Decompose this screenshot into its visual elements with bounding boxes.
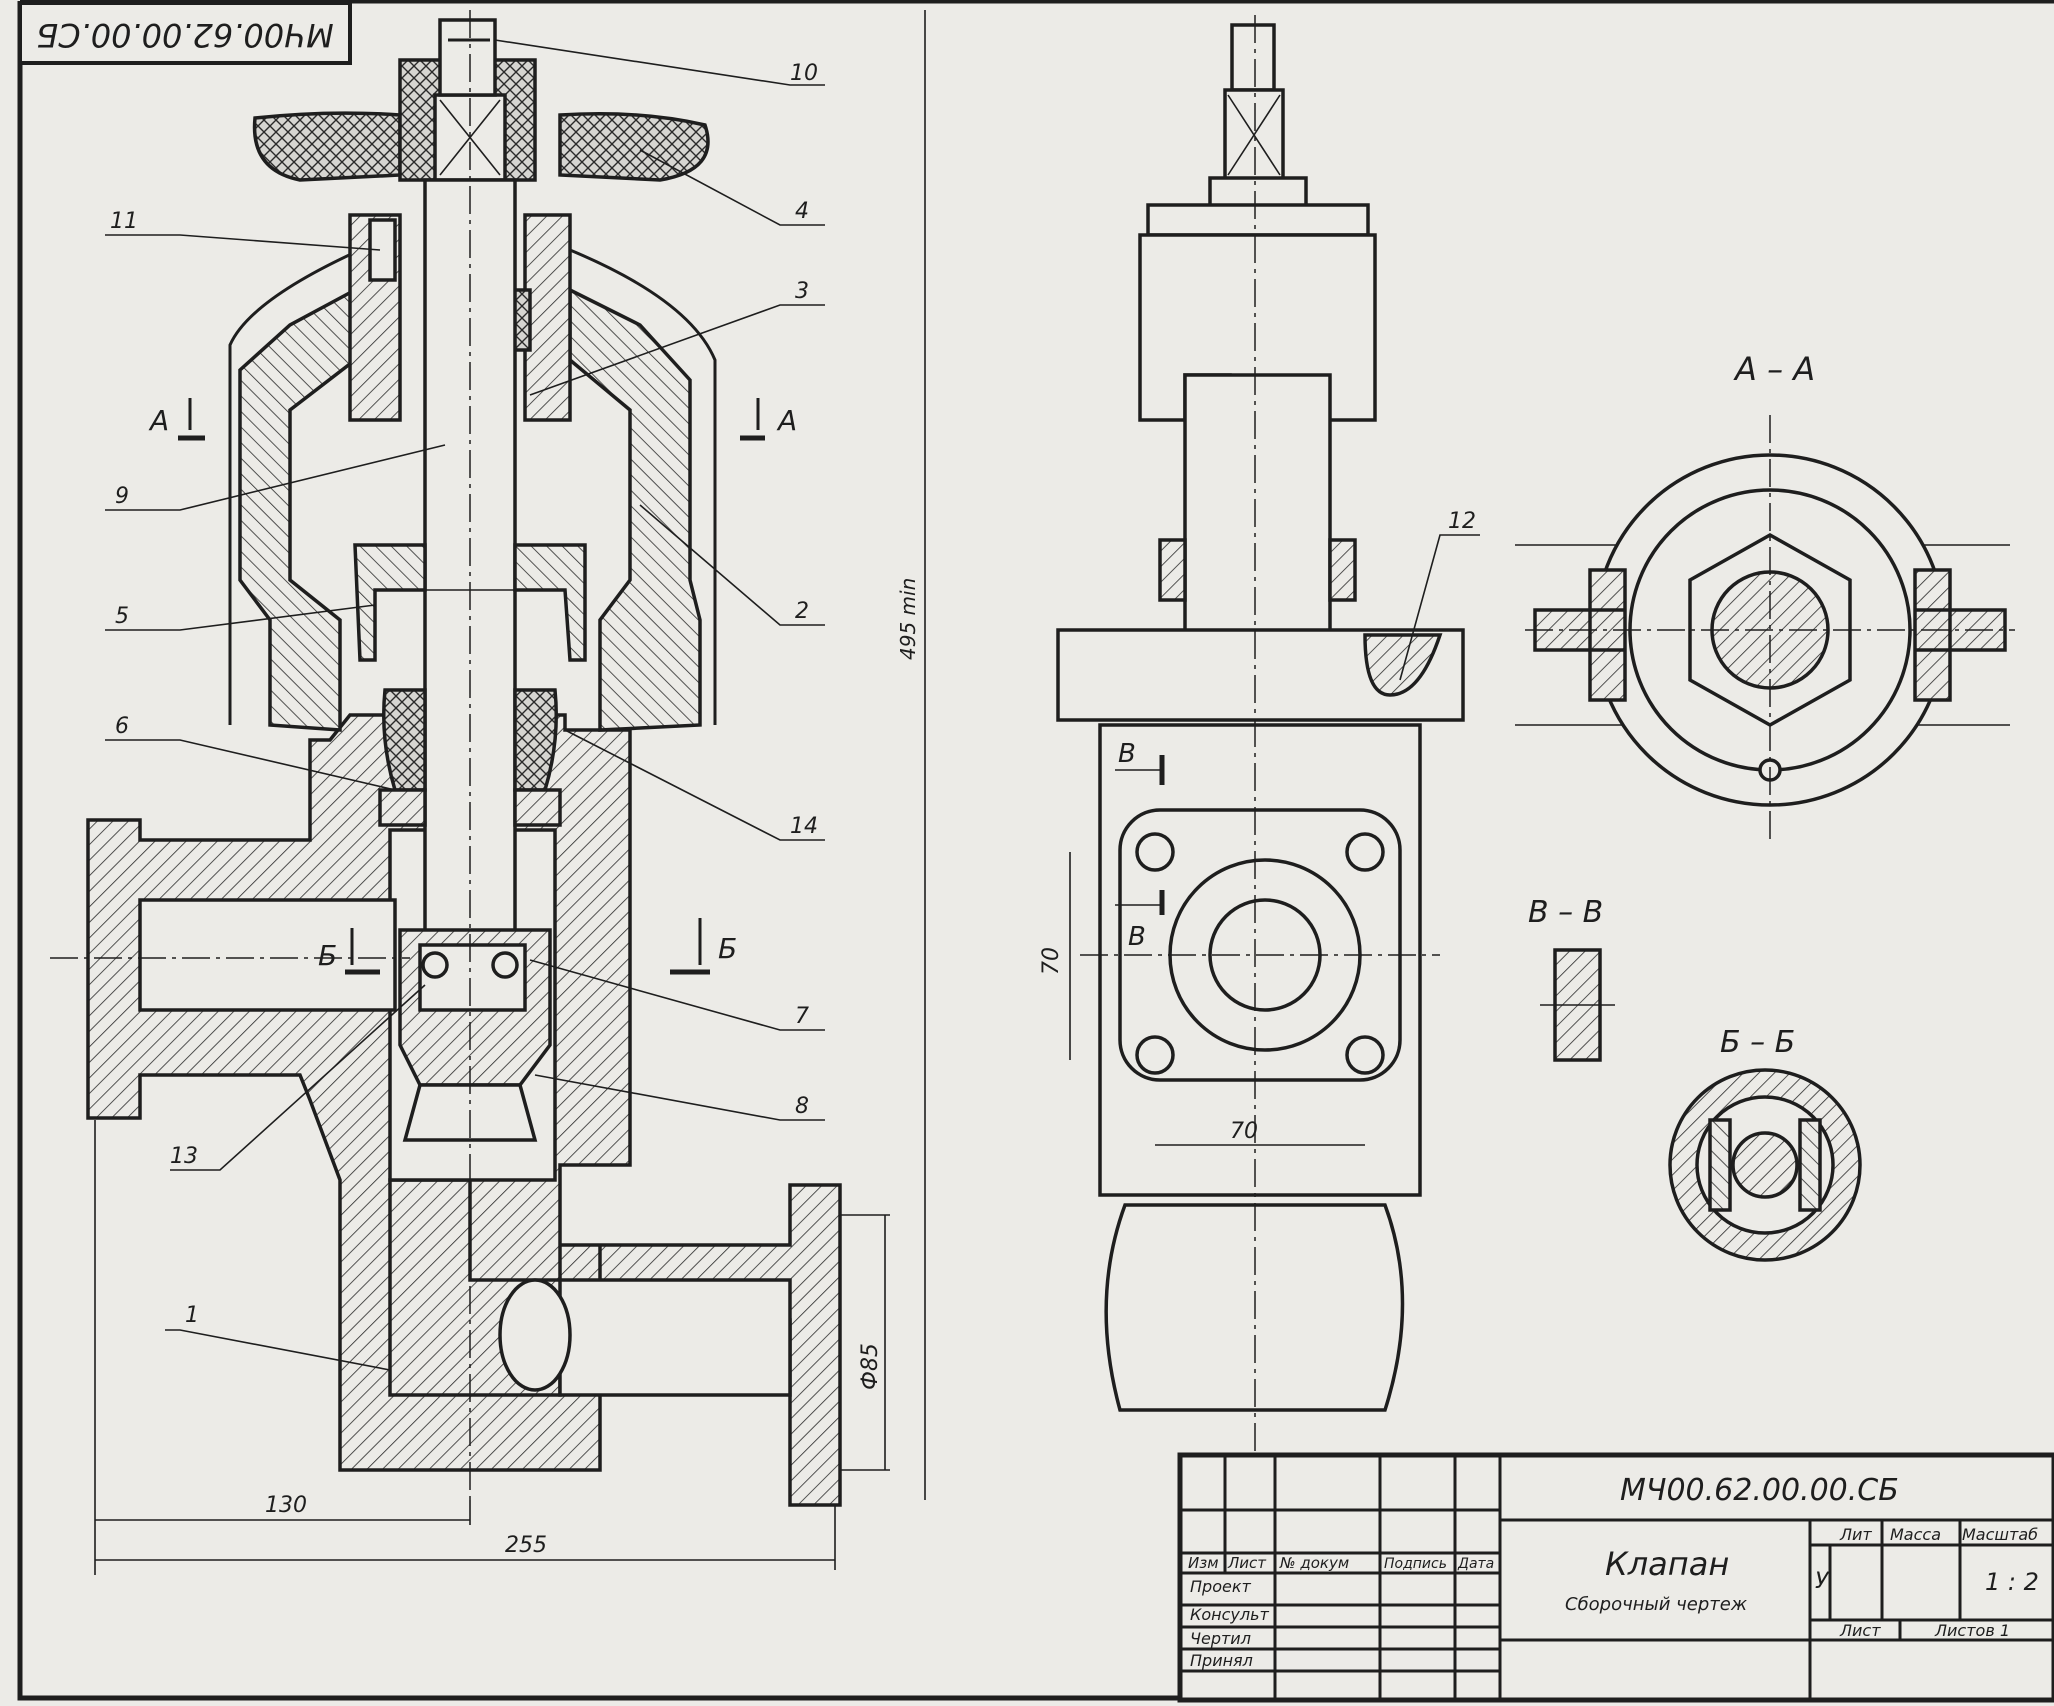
svg-text:Подпись: Подпись [1384,1556,1447,1572]
callout-9: 9 [115,484,129,509]
svg-text:Лист: Лист [1839,1621,1881,1640]
callout-5: 5 [115,604,129,629]
callouts: 10 4 3 2 14 7 8 11 9 5 6 13 1 [105,39,825,1371]
title-subtitle: Сборочный чертеж [1565,1594,1748,1615]
svg-text:Б: Б [318,939,337,972]
dimensions-main: 130 255 Ф85 495 min [94,10,926,1575]
callout-1: 1 [185,1303,199,1328]
title-code: МЧ00.62.00.00.СБ [1620,1473,1899,1508]
svg-text:Принял: Принял [1190,1651,1253,1670]
svg-text:В: В [1118,739,1136,769]
svg-text:В: В [1128,922,1146,952]
title-block: МЧ00.62.00.00.СБ Клапан Сборочный чертеж… [1177,1452,2054,1703]
callout-2: 2 [795,599,809,624]
svg-text:Масштаб: Масштаб [1962,1525,2038,1544]
callout-11: 11 [110,209,138,234]
callout-4: 4 [795,199,809,224]
section-mark-b-left: Б [318,928,380,975]
svg-text:Дата: Дата [1457,1556,1494,1572]
dim-70-vertical: 70 [1039,947,1064,975]
section-mark-v: В В [1115,739,1165,952]
stem-nut [438,18,497,97]
union-nut [353,543,587,662]
svg-text:Консульт: Консульт [1190,1605,1270,1624]
section-aa: А – А [1515,350,2015,840]
inlet-bore [138,898,397,1012]
svg-text:Лист: Лист [1227,1554,1267,1572]
packing-sleeve [378,788,562,827]
section-aa-label: А – А [1733,350,1815,388]
svg-text:Масса: Масса [1890,1525,1941,1544]
side-view: В В 12 70 70 [1039,15,1480,1480]
dim-130: 130 [265,1493,307,1518]
callout-8: 8 [795,1094,809,1119]
svg-text:1 : 2: 1 : 2 [1985,1568,2039,1596]
section-bb-label: Б – Б [1720,1025,1795,1060]
callout-14: 14 [790,814,818,839]
dim-255: 255 [505,1533,547,1558]
svg-text:Лит: Лит [1839,1525,1872,1544]
svg-text:Листов 1: Листов 1 [1934,1621,2010,1640]
title-name: Клапан [1605,1545,1729,1583]
dim-495: 495 min [896,578,920,660]
callout-7: 7 [795,1004,809,1029]
section-vv: В – В [1528,895,1615,1062]
section-mark-a-right: А [740,398,797,441]
callout-12: 12 [1448,509,1476,534]
svg-text:Изм: Изм [1188,1554,1219,1572]
callout-13: 13 [170,1144,198,1169]
svg-text:Чертил: Чертил [1190,1629,1251,1648]
section-vv-label: В – В [1528,895,1603,930]
svg-text:Б: Б [718,932,737,965]
dim-70-horizontal: 70 [1230,1119,1258,1144]
dim-85: Ф85 [858,1343,883,1390]
callout-6: 6 [115,714,129,739]
rotated-code-box: МЧ00.62.00.00.СБ [18,1,352,65]
svg-text:А: А [776,404,797,437]
svg-text:У: У [1815,1569,1830,1594]
handwheel [252,111,710,182]
callout-3: 3 [795,279,809,304]
section-mark-b-right: Б [670,918,737,975]
rotated-code-text: МЧ00.62.00.00.СБ [36,16,333,54]
outlet-bore [558,1278,792,1397]
svg-text:А: А [148,404,169,437]
svg-text:№ докум: № докум [1279,1554,1349,1572]
section-mark-a-left: А [148,398,205,441]
main-section-view: А А Б Б 10 4 3 2 14 7 8 11 9 5 [50,10,926,1575]
callout-10: 10 [790,61,818,86]
section-bb: Б – Б [1668,1025,1862,1262]
svg-text:Проект: Проект [1190,1577,1251,1596]
